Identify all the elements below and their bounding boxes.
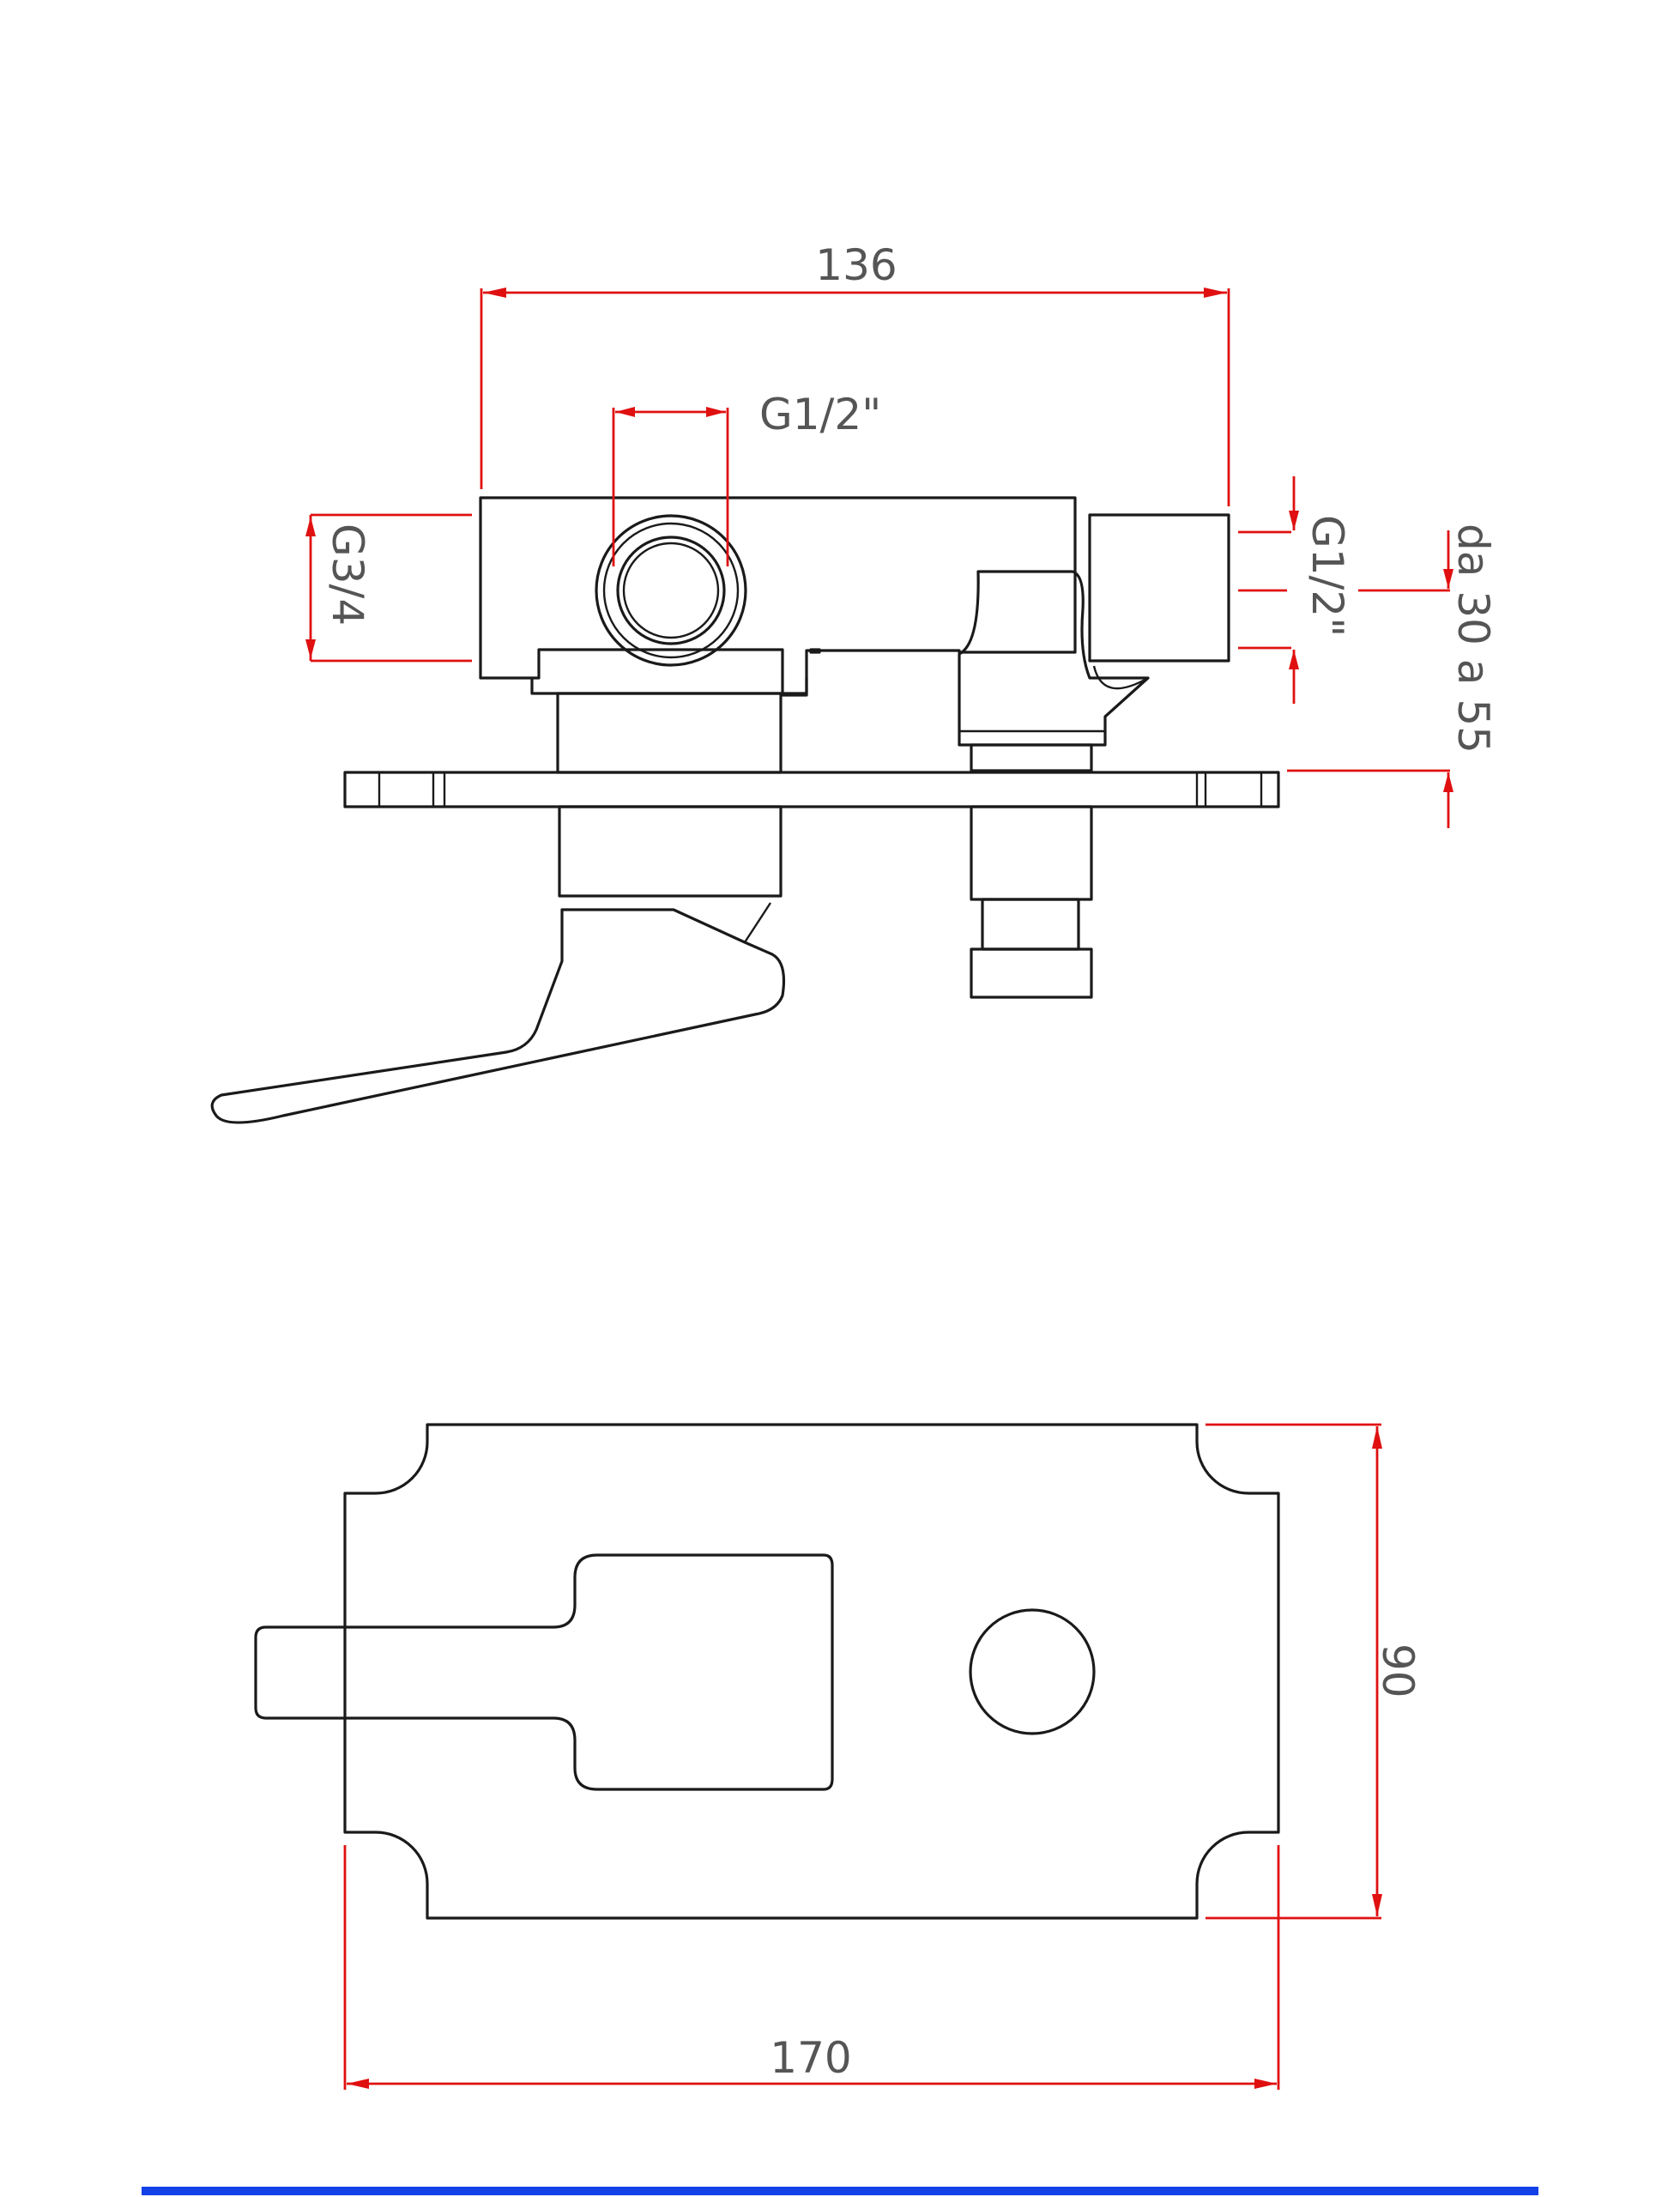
- front-lever: [254, 1553, 834, 1791]
- inlet-circle-inner: [616, 536, 726, 645]
- inlet-dim-label: G1/2": [759, 390, 881, 439]
- diverter-knob-neck: [981, 898, 1080, 951]
- depth-dim-arrow-top: [1443, 569, 1453, 589]
- diverter-knob: [970, 947, 1093, 999]
- dim-170-arrow-right: [1254, 2079, 1277, 2089]
- g34-dim-arrow-bottom: [305, 639, 316, 659]
- diverter-body: [958, 570, 1150, 747]
- inlet-circle-core: [622, 542, 720, 639]
- g12-right-arrow-top: [1289, 511, 1299, 530]
- front-view: 90 170: [254, 1423, 1423, 2090]
- inlet-dim-arrow-left: [615, 407, 635, 417]
- g34-dim-label: G3/4: [323, 524, 372, 626]
- lever-handle: [210, 908, 786, 1124]
- dim-90-arrow-top: [1372, 1426, 1382, 1449]
- front-plate: [343, 1423, 1280, 1920]
- side-view: 136 G1/2" G3/4 G1/2" da 30 a 55: [210, 240, 1498, 1124]
- dim-90-arrow-bottom: [1372, 1894, 1382, 1916]
- front-diverter-knob: [969, 1608, 1096, 1735]
- dim-136-arrow-left: [483, 287, 506, 298]
- dim-170-arrow-left: [347, 2079, 369, 2089]
- depth-dim-label: da 30 a 55: [1448, 524, 1498, 754]
- diverter-curve: [1092, 665, 1149, 690]
- dim-136-arrow-right: [1204, 287, 1227, 298]
- g34-dim-arrow-top: [305, 517, 316, 536]
- inlet-circle-middle: [602, 522, 740, 659]
- lever-ridge: [743, 902, 772, 943]
- depth-dim-arrow-bottom: [1443, 772, 1453, 792]
- right-outlet-nut: [1088, 513, 1230, 663]
- g12-right-label: G1/2": [1302, 515, 1352, 637]
- diverter-stem-lower: [970, 805, 1093, 901]
- footer-rule: [142, 2187, 1538, 2195]
- g12-right-arrow-bottom: [1289, 650, 1299, 669]
- body-lower-step: [530, 676, 808, 695]
- inlet-circle-outer: [595, 514, 747, 667]
- dim-136-label: 136: [815, 240, 897, 290]
- diverter-stem-upper: [970, 743, 1093, 772]
- dim-170-label: 170: [770, 2033, 851, 2083]
- mixer-stem-upper: [556, 692, 783, 774]
- mixer-stem-lower: [558, 805, 783, 898]
- dim-90-label: 90: [1373, 1643, 1423, 1698]
- valve-body: [479, 496, 1077, 697]
- inlet-dim-arrow-right: [706, 407, 726, 417]
- wall-plate: [343, 771, 1280, 808]
